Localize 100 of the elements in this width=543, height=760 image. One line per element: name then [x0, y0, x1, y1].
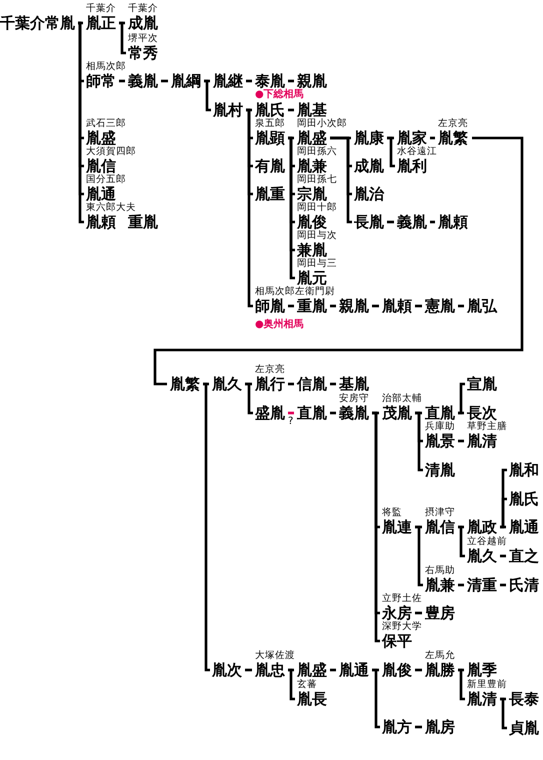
title-text: 岡田与次 — [297, 231, 337, 241]
person-name: 長次 — [467, 405, 497, 421]
person-name: 胤村 — [213, 102, 243, 118]
person-name: 胤通 — [509, 519, 539, 535]
person-name: 義胤 — [339, 405, 369, 421]
person-name: 常秀 — [128, 45, 158, 61]
title-text: 東六郎大夫 — [86, 203, 136, 213]
person-name: 胤季 — [467, 662, 497, 678]
title-text: 岡田与三 — [297, 259, 337, 269]
person-name: 胤清 — [467, 433, 497, 449]
connector-line — [458, 584, 464, 586]
person-name: 胤久 — [467, 548, 497, 564]
person-name: 清重 — [467, 577, 497, 593]
person-name: 胤政 — [467, 519, 497, 535]
person-name: 茂胤 — [382, 405, 412, 421]
title-text: 大塚佐渡 — [255, 651, 295, 661]
connector-line — [330, 382, 336, 386]
person-name: 清胤 — [425, 462, 455, 478]
connector-line — [330, 668, 336, 672]
person-name: 永房 — [382, 605, 412, 621]
title-text: 左京亮 — [255, 365, 285, 375]
connector-line — [500, 698, 507, 730]
connector-line — [458, 382, 465, 414]
person-name: 胤繁 — [438, 130, 468, 146]
connector-line — [415, 668, 422, 672]
title-text: 左京亮 — [438, 119, 468, 129]
connector-line — [288, 668, 295, 700]
connector-line — [288, 80, 294, 82]
connector-line — [204, 80, 211, 112]
connector-line — [161, 80, 168, 82]
connector-line — [500, 526, 506, 528]
connector-line — [415, 726, 422, 728]
connector-line — [245, 668, 252, 672]
person-name: 直胤 — [425, 405, 455, 421]
connector-line — [387, 220, 394, 224]
connector-line — [245, 382, 253, 414]
edge-label: ? — [288, 417, 294, 427]
person-name: 胤利 — [397, 158, 427, 174]
person-name: 基胤 — [339, 376, 369, 392]
connector-line — [500, 498, 507, 528]
person-name: 親胤 — [297, 73, 327, 89]
person-name: 胤頼 — [86, 214, 116, 230]
title-text: 兵庫助 — [425, 422, 455, 432]
person-name: 胤顕 — [255, 130, 285, 146]
person-name: 宣胤 — [467, 376, 497, 392]
connector-line — [500, 584, 506, 586]
connector-line — [288, 136, 295, 280]
title-text: 摂津守 — [425, 508, 455, 518]
person-name: 胤久 — [212, 376, 242, 392]
person-name: 師胤 — [255, 298, 285, 314]
person-name: 長泰 — [509, 691, 539, 707]
person-name: 成胤 — [128, 15, 158, 31]
alias-name: 重胤 — [128, 214, 158, 230]
person-name: 胤治 — [354, 186, 384, 202]
connector-line — [246, 108, 253, 308]
person-name: 胤継 — [213, 73, 243, 89]
person-name: 胤頼 — [438, 214, 468, 230]
connector-line — [415, 526, 423, 586]
title-text: 立谷越前 — [467, 537, 507, 547]
person-name: 胤清 — [467, 691, 497, 707]
connector-line — [458, 526, 465, 558]
person-name: 貞胤 — [509, 720, 539, 736]
connector-line — [430, 136, 435, 140]
connector-line — [458, 668, 465, 700]
connector-line — [430, 220, 435, 224]
person-name: 胤俊 — [297, 214, 327, 230]
title-text: 右馬助 — [425, 566, 455, 576]
person-name: 義胤 — [128, 73, 158, 89]
person-name: 胤連 — [382, 519, 412, 535]
connector-line — [372, 668, 380, 728]
person-name: 胤長 — [297, 691, 327, 707]
title-text: 国分五郎 — [86, 175, 126, 185]
person-name: 胤元 — [297, 270, 327, 286]
person-name: 胤氏 — [255, 102, 285, 118]
person-name: 有胤 — [255, 158, 285, 174]
person-name: 氏清 — [509, 577, 539, 593]
person-name: 胤次 — [212, 662, 242, 678]
title-text: 千葉介 — [128, 4, 158, 14]
person-name: 宗胤 — [297, 186, 327, 202]
connector-line — [119, 80, 125, 82]
connector-line — [500, 554, 506, 558]
title-text: 安房守 — [339, 394, 369, 404]
title-text: 千葉介 — [86, 4, 116, 14]
connector-line — [415, 304, 422, 308]
connector-line — [330, 412, 336, 414]
title-text: 立野土佐 — [382, 594, 422, 604]
person-name: 胤綱 — [171, 73, 201, 89]
title-text: 大須賀四郎 — [86, 147, 136, 157]
person-name: 豊房 — [425, 605, 455, 621]
person-name: 胤忠 — [255, 662, 285, 678]
person-name: 胤兼 — [297, 158, 327, 174]
title-text: 新里豊前 — [467, 680, 507, 690]
title-text: 岡田孫六 — [297, 147, 337, 157]
connector-line — [119, 22, 126, 54]
person-name: 重胤 — [297, 298, 327, 314]
title-text: 深野大学 — [382, 622, 422, 632]
person-name: 親胤 — [339, 298, 369, 314]
title-text: 水谷遠江 — [397, 147, 437, 157]
person-name: 胤基 — [297, 102, 327, 118]
title-text: 岡田小次郎 — [297, 119, 347, 129]
